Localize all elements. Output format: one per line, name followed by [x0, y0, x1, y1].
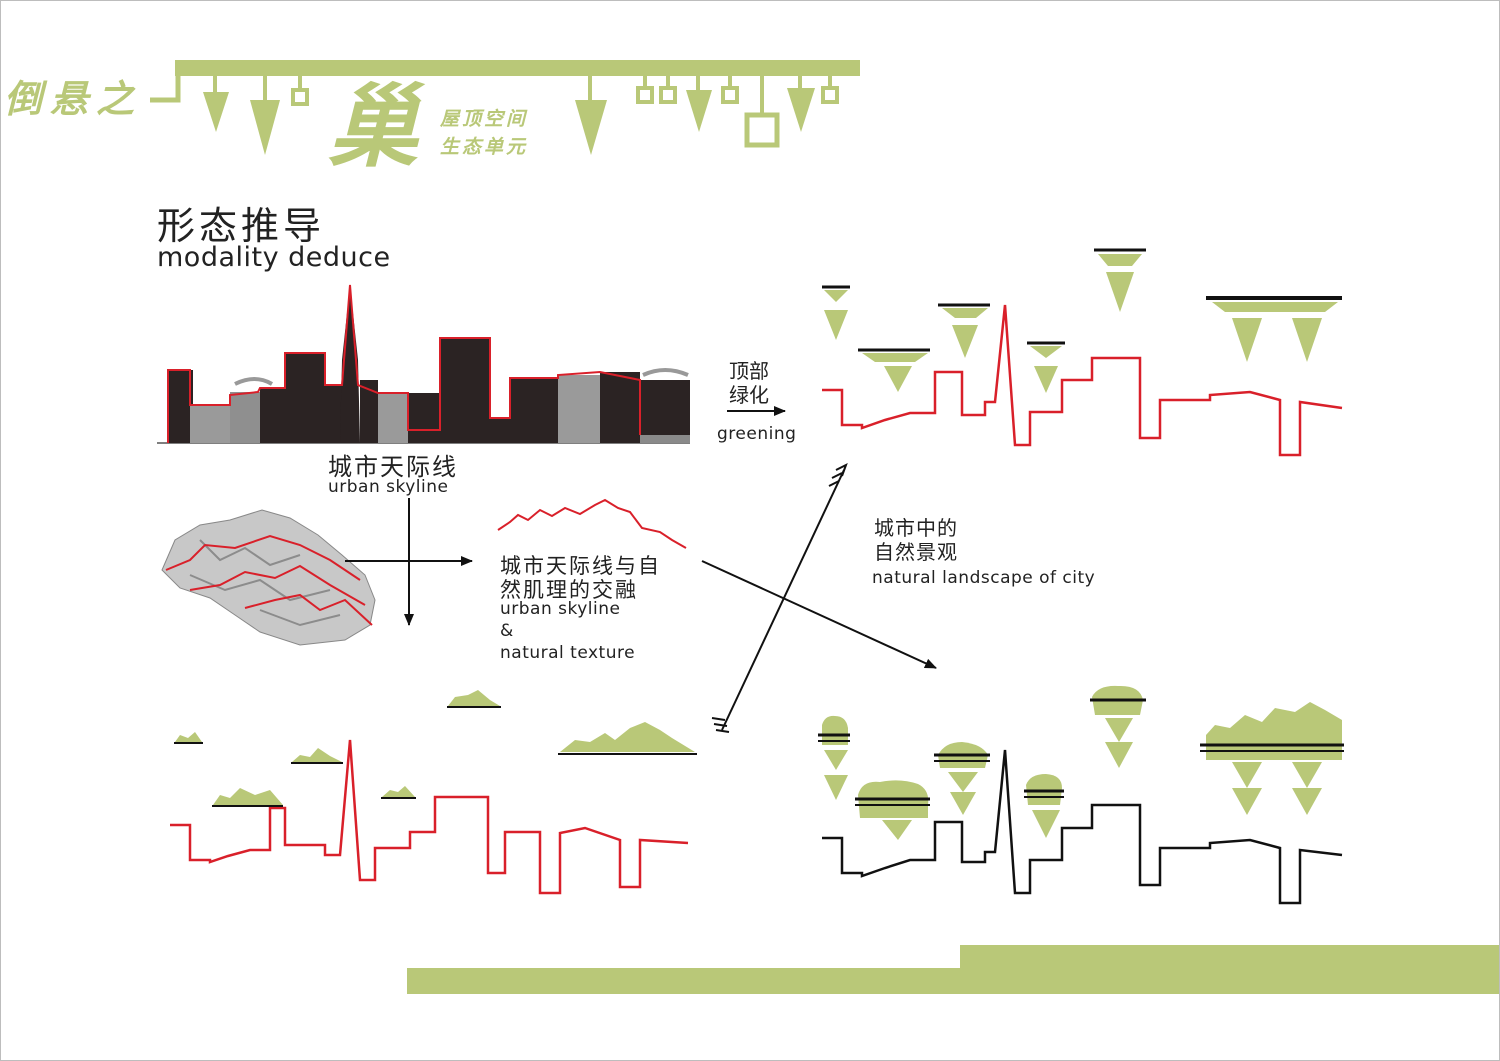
urban-skyline-illustration [157, 284, 690, 444]
section-title-cn: 形态推导 [157, 204, 326, 248]
label-urban-skyline-cn: 城市天际线 [328, 453, 458, 481]
label-natural-en: natural landscape of city [872, 568, 1096, 588]
label-fusion-cn-2: 然肌理的交融 [500, 578, 638, 602]
header-calligraphy-logo: 巢 [328, 74, 418, 180]
natural-landscape-illustration [818, 685, 1344, 905]
label-greening-en: greening [717, 424, 797, 444]
flow-arrows [345, 406, 937, 733]
natural-texture-rock [161, 509, 376, 646]
fused-skyline-line [497, 498, 687, 549]
label-greening-cn-2: 绿化 [729, 383, 769, 407]
label-fusion-en-1: urban skyline [500, 599, 621, 619]
label-natural-cn-1: 城市中的 [874, 516, 958, 540]
header-subtitle-line1: 屋顶空间 [440, 108, 529, 130]
label-natural-cn-2: 自然景观 [874, 540, 958, 564]
header-title-prefix: 倒悬之 [4, 76, 143, 121]
bottom-bar-short [960, 945, 1499, 971]
label-fusion-cn-1: 城市天际线与自 [500, 554, 661, 578]
label-greening-cn-1: 顶部 [729, 359, 769, 383]
skyline-greening-illustration [822, 248, 1343, 457]
label-fusion-en-2: & [500, 621, 514, 641]
label-fusion-en-3: natural texture [500, 643, 636, 663]
skyline-with-hills-illustration [170, 690, 697, 895]
section-title-en: modality deduce [157, 242, 391, 273]
header-decoration [150, 60, 860, 155]
header-subtitle-line2: 生态单元 [440, 136, 529, 158]
bottom-bar-long [407, 968, 1499, 994]
label-urban-skyline-en: urban skyline [328, 477, 449, 497]
